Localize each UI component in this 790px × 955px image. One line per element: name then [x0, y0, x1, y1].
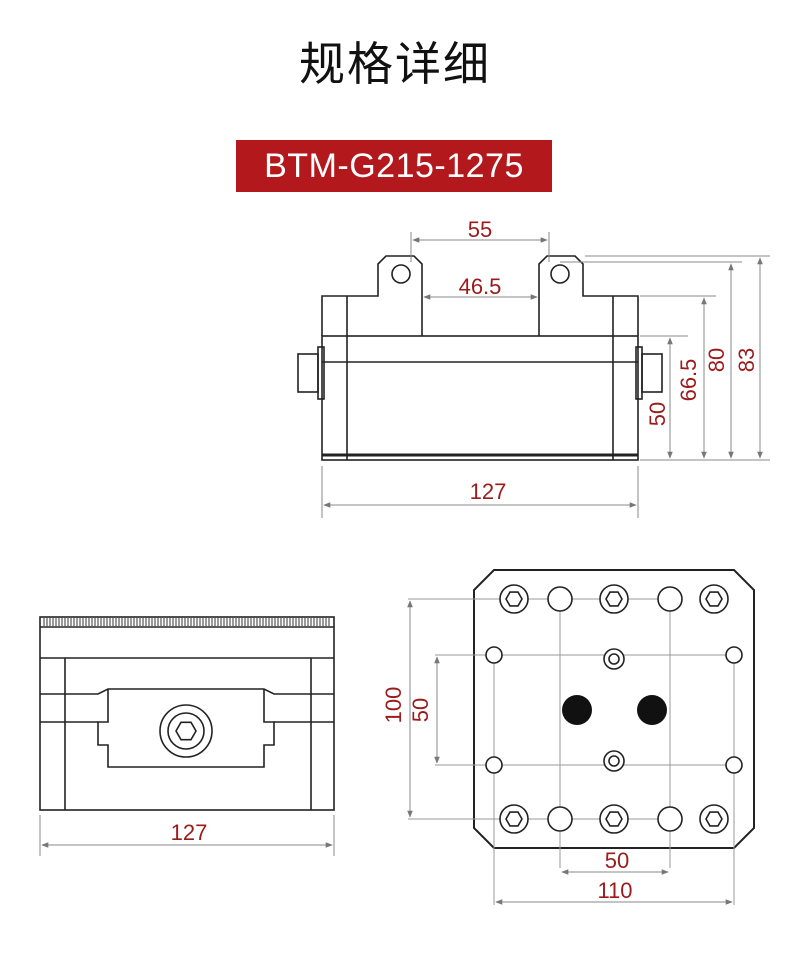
counterbored-bolt-hole — [699, 584, 729, 614]
mounting-hole — [725, 646, 743, 664]
left-jaw — [321, 255, 423, 336]
hex-socket-icon — [705, 591, 723, 607]
side-slider — [97, 689, 275, 768]
dim-46-5: 46.5 — [459, 274, 502, 299]
dim-55: 55 — [468, 217, 492, 242]
side-bolt-inner — [167, 712, 205, 750]
dim-height-50: 50 — [645, 402, 670, 426]
page-title: 规格详细 — [299, 37, 491, 91]
threaded-hole-inner — [608, 755, 620, 767]
left-screw-head — [297, 353, 319, 393]
mounting-hole — [485, 646, 503, 664]
right-screw-head — [641, 353, 663, 393]
threaded-hole-inner — [608, 653, 620, 665]
dim-bottom-100: 100 — [381, 687, 406, 724]
dim-height-80: 80 — [704, 348, 729, 372]
counterbored-bolt-hole — [599, 804, 629, 834]
side-body — [39, 616, 335, 811]
counterbored-bolt-hole — [699, 804, 729, 834]
front-body — [321, 335, 639, 461]
hole-grid — [407, 598, 735, 905]
dim-bottom-50-vertical: 50 — [408, 698, 433, 722]
counterbored-bolt-hole — [599, 584, 629, 614]
bottom-view — [407, 569, 755, 905]
hex-socket-icon — [505, 811, 523, 827]
counterbored-bolt-hole — [499, 804, 529, 834]
through-hole — [547, 806, 573, 832]
through-hole — [657, 586, 683, 612]
dim-length-127-side: 127 — [171, 820, 208, 845]
mounting-hole — [725, 756, 743, 774]
side-view — [39, 616, 335, 811]
dim-height-66-5: 66.5 — [676, 359, 701, 402]
hex-socket-icon — [605, 591, 623, 607]
dim-bottom-110: 110 — [597, 878, 632, 903]
hex-socket-icon — [605, 811, 623, 827]
right-jaw — [538, 255, 639, 336]
locating-hole-left — [562, 695, 592, 725]
dim-bottom-50-horizontal: 50 — [605, 848, 629, 873]
side-bolt-outer — [159, 704, 213, 758]
dim-length-127-front: 127 — [470, 479, 507, 504]
counterbored-bolt-hole — [499, 584, 529, 614]
hex-socket-icon — [175, 721, 197, 741]
locating-hole-right — [637, 695, 667, 725]
mounting-hole — [485, 756, 503, 774]
knurl-strip — [43, 618, 330, 626]
model-badge: BTM-G215-1275 — [236, 140, 552, 192]
dim-height-83: 83 — [734, 348, 759, 372]
front-dimensions — [321, 232, 770, 518]
through-hole — [657, 806, 683, 832]
through-hole — [547, 586, 573, 612]
front-view — [297, 255, 663, 461]
hex-socket-icon — [705, 811, 723, 827]
hex-socket-icon — [505, 591, 523, 607]
right-jaw-hole — [550, 264, 570, 284]
left-jaw-hole — [391, 264, 411, 284]
